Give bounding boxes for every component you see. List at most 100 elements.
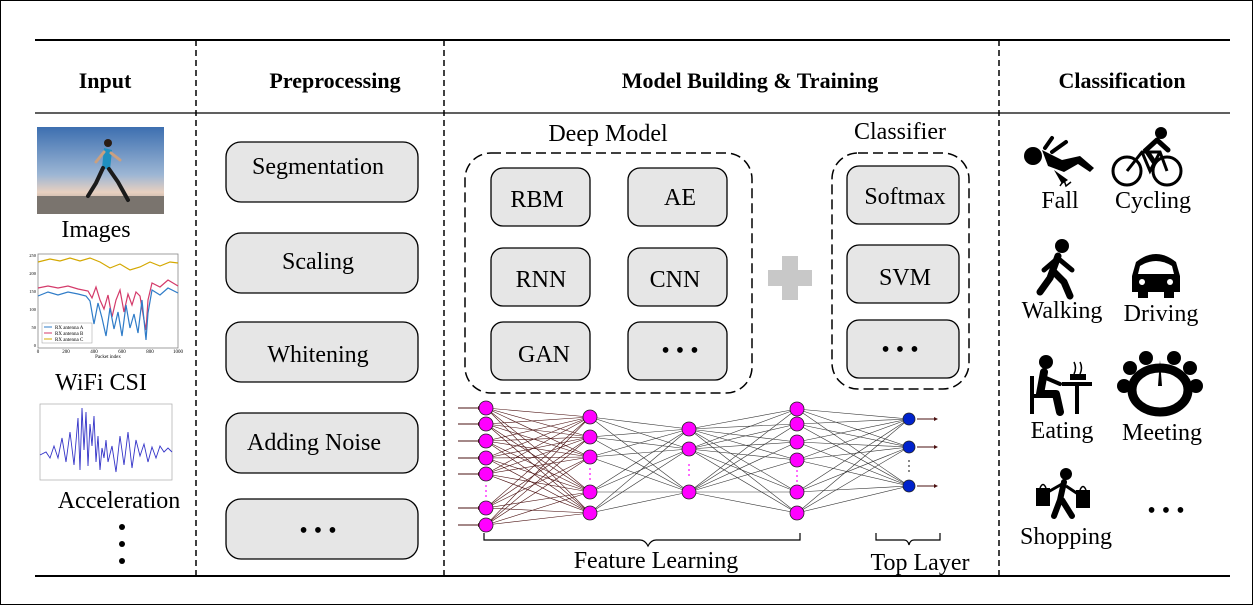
nn-connection xyxy=(796,441,910,487)
nn-connection xyxy=(485,407,591,493)
nn-hidden-node xyxy=(478,416,494,432)
nn-connection xyxy=(485,491,591,509)
step-box xyxy=(225,321,419,383)
wifi-xtick: 0 xyxy=(37,350,40,355)
nn-hidden-node xyxy=(789,505,805,521)
wifi-ytick: 150 xyxy=(29,289,37,294)
nn-hidden-node xyxy=(789,452,805,468)
nn-connection xyxy=(589,448,690,493)
nn-hidden-node xyxy=(789,484,805,500)
shopping-icon xyxy=(1036,468,1090,519)
wifi-ytick: 200 xyxy=(29,271,37,276)
nn-connection xyxy=(688,448,798,493)
nn-connection xyxy=(485,491,591,526)
nn-connection xyxy=(796,423,910,487)
nn-connection xyxy=(485,416,591,526)
nn-connection xyxy=(589,428,690,458)
nn-connection xyxy=(688,408,798,450)
eating-icon xyxy=(1030,355,1092,416)
nn-connection xyxy=(688,423,798,430)
wifi-xtick: 200 xyxy=(62,350,70,355)
nn-ellipsis-dot xyxy=(688,464,690,466)
step-whitening: Whitening xyxy=(267,342,368,368)
nn-ellipsis-dot xyxy=(796,475,798,477)
wifi-ytick: 0 xyxy=(34,343,37,348)
nn-connection xyxy=(485,440,591,514)
nn-connection xyxy=(688,459,798,493)
nn-ellipsis-dot xyxy=(485,495,487,497)
nn-connection xyxy=(589,436,690,493)
acceleration-plot xyxy=(33,402,173,487)
feature-learning-brace xyxy=(483,533,801,548)
step-box xyxy=(225,141,419,203)
classifier-more: • • • xyxy=(881,337,918,363)
nn-arrowhead xyxy=(934,484,938,488)
feature-learning-label: Feature Learning xyxy=(574,548,739,574)
wifi-ytick: 250 xyxy=(29,253,37,258)
nn-connection xyxy=(589,428,690,438)
nn-connection xyxy=(796,418,910,461)
nn-hidden-node xyxy=(681,484,697,500)
model-rnn: RNN xyxy=(516,267,567,293)
walking-icon xyxy=(1036,239,1075,300)
nn-hidden-node xyxy=(478,500,494,516)
nn-connection xyxy=(485,512,591,526)
nn-hidden-node xyxy=(582,429,598,445)
nn-ellipsis-dot xyxy=(688,474,690,476)
images-label: Images xyxy=(61,217,130,243)
model-box xyxy=(490,247,591,307)
wifi-csi-plot: RX antenna A RX antenna B RX antenna C 0… xyxy=(29,252,184,360)
wifi-legend-b: RX antenna B xyxy=(55,332,84,337)
nn-ellipsis-dot xyxy=(908,460,910,462)
nn-ellipsis-dot xyxy=(796,470,798,472)
nn-ellipsis-dot xyxy=(688,469,690,471)
nn-connection xyxy=(485,423,591,493)
nn-connection xyxy=(796,418,910,493)
nn-connection xyxy=(485,436,591,475)
step-scaling: Scaling xyxy=(282,249,354,275)
nn-connection xyxy=(485,416,591,459)
nn-hidden-node xyxy=(789,401,805,417)
cycling-icon xyxy=(1111,127,1183,187)
nn-connection xyxy=(589,448,690,458)
nn-connection xyxy=(688,428,798,493)
nn-connection xyxy=(589,448,690,514)
classifier-box xyxy=(846,319,960,379)
nn-hidden-node xyxy=(478,517,494,533)
nn-connection xyxy=(589,456,690,493)
nn-connection xyxy=(485,436,591,459)
runner-image xyxy=(37,127,164,214)
wifi-xtick: 600 xyxy=(118,350,126,355)
fall-icon xyxy=(1024,136,1094,188)
wifi-xtick: 1000 xyxy=(173,350,184,355)
nn-connection xyxy=(485,473,591,493)
nn-ellipsis-dot xyxy=(589,468,591,470)
wifi-xlabel: Packet index xyxy=(95,355,121,360)
nn-connection xyxy=(485,440,591,493)
nn-connection xyxy=(485,456,591,526)
nn-connection xyxy=(485,407,591,514)
nn-connection xyxy=(485,456,591,459)
deep-model-group xyxy=(464,152,753,394)
activity-meeting: Meeting xyxy=(1122,420,1202,446)
nn-connection xyxy=(796,446,910,461)
model-ae: AE xyxy=(664,185,696,211)
nn-connection xyxy=(796,418,910,443)
classifier-group xyxy=(831,152,970,390)
nn-connection xyxy=(485,440,591,458)
nn-connection xyxy=(485,507,591,514)
driving-icon xyxy=(1132,254,1180,298)
nn-connection xyxy=(796,446,910,493)
nn-connection xyxy=(485,416,591,509)
nn-connection xyxy=(589,416,690,430)
nn-connection xyxy=(796,423,910,448)
nn-hidden-node xyxy=(789,434,805,450)
nn-connection xyxy=(688,423,798,493)
nn-connection xyxy=(688,448,798,514)
nn-connection xyxy=(796,408,910,448)
nn-connection xyxy=(796,418,910,514)
model-more: • • • xyxy=(661,338,698,364)
